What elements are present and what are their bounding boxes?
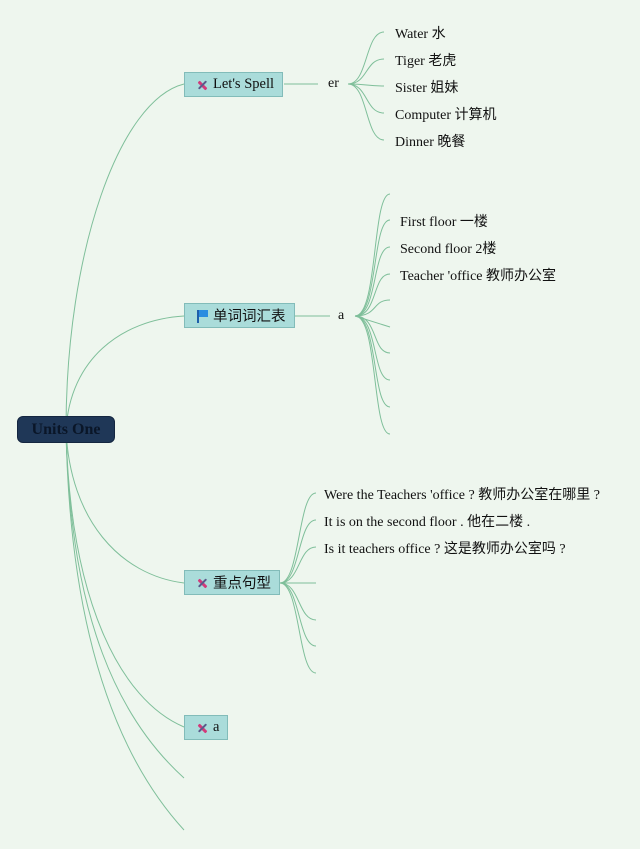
tools-icon: [195, 576, 209, 590]
leaf-node[interactable]: Teacher 'office 教师办公室: [400, 269, 557, 284]
tools-icon: [195, 78, 209, 92]
branch-node-label: Let's Spell: [213, 76, 275, 92]
sub-node-er[interactable]: er: [328, 76, 339, 91]
leaf-node[interactable]: It is on the second floor . 他在二楼 .: [324, 515, 531, 530]
leaf-node[interactable]: Sister 姐妹: [395, 81, 459, 96]
branch-node-label: 单词词汇表: [213, 309, 286, 325]
root-node-label: Units One: [31, 420, 101, 438]
leaf-node[interactable]: Is it teachers office ? 这是教师办公室吗 ?: [324, 542, 566, 557]
branch-node-vocabulary[interactable]: 单词词汇表: [184, 303, 295, 328]
leaf-node[interactable]: Computer 计算机: [395, 108, 497, 123]
root-node[interactable]: Units One: [17, 416, 115, 443]
branch-node-key-sentences[interactable]: 重点句型: [184, 570, 280, 595]
branch-node-lets-spell[interactable]: Let's Spell: [184, 72, 284, 97]
sub-node-a[interactable]: a: [338, 308, 345, 323]
branch-node-label: a: [213, 719, 220, 735]
leaf-node[interactable]: First floor 一楼: [400, 215, 488, 230]
branch-node-label: 重点句型: [213, 576, 271, 592]
tools-icon: [195, 721, 209, 735]
leaf-node[interactable]: Were the Teachers 'office ? 教师办公室在哪里 ?: [324, 488, 600, 503]
leaf-node[interactable]: Dinner 晚餐: [395, 135, 466, 150]
leaf-node[interactable]: Tiger 老虎: [395, 54, 457, 69]
branch-node-a[interactable]: a: [184, 715, 229, 740]
leaf-node[interactable]: Water 水: [395, 27, 446, 42]
leaf-node[interactable]: Second floor 2楼: [400, 242, 497, 257]
flag-icon: [195, 309, 209, 323]
